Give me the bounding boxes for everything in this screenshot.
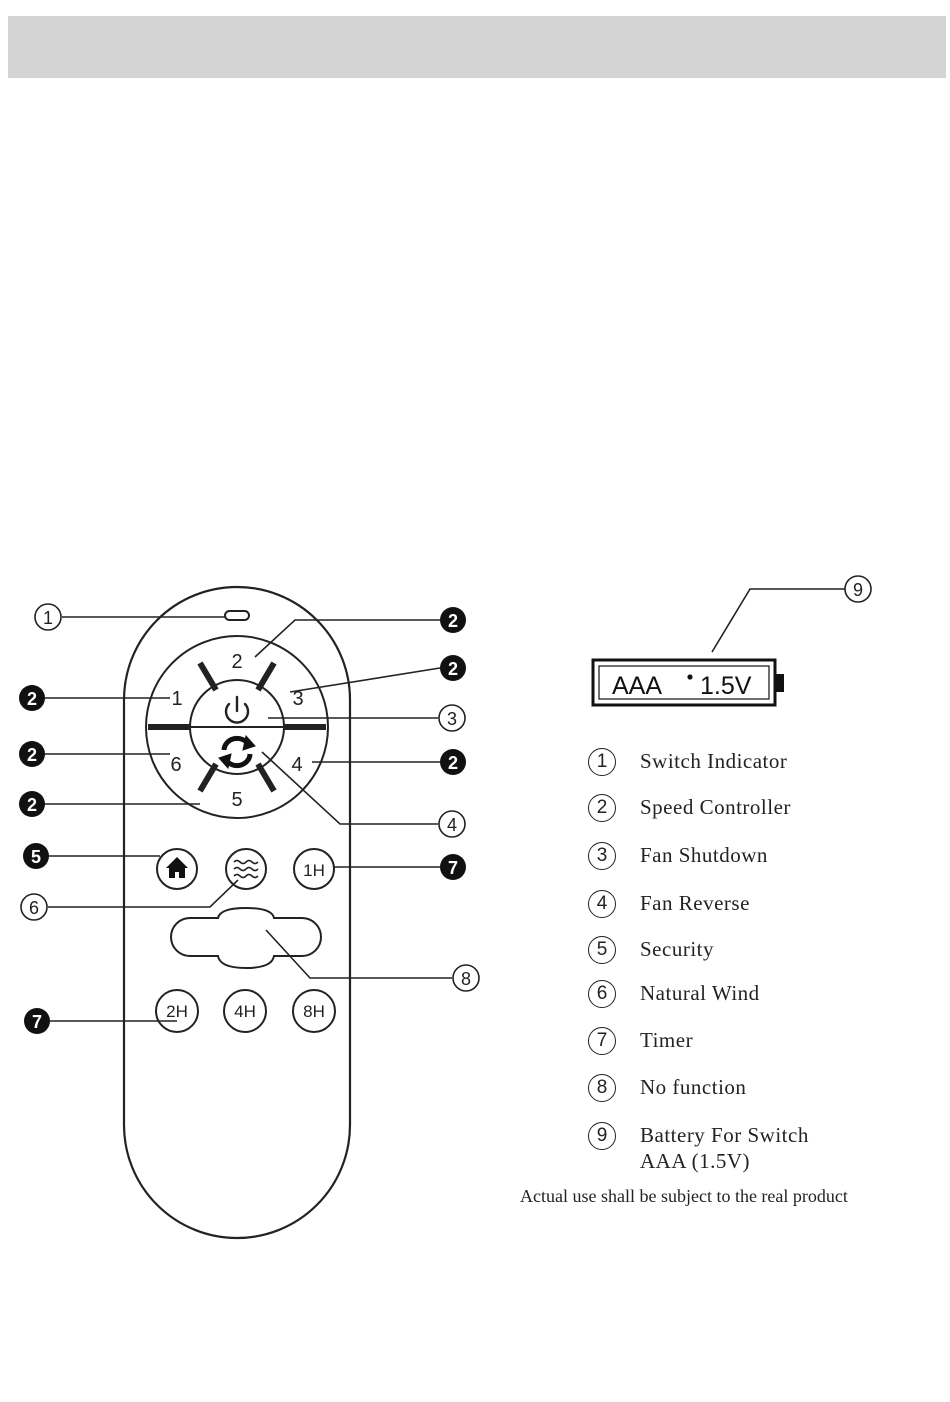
callout-speed-controller-6: 2 <box>19 741 45 767</box>
legend-number: 6 <box>588 980 616 1008</box>
speed-button-5[interactable]: 5 <box>231 789 242 811</box>
legend-label: Fan Reverse <box>640 890 750 916</box>
legend-number: 7 <box>588 1027 616 1055</box>
svg-text:2: 2 <box>448 659 458 679</box>
legend-label: Security <box>640 936 714 962</box>
legend-number: 9 <box>588 1122 616 1150</box>
legend-label-line2: AAA (1.5V) <box>640 1148 809 1174</box>
legend-label: Switch Indicator <box>640 748 787 774</box>
callout-security: 5 <box>23 843 49 869</box>
callout-speed-controller-1: 2 <box>19 685 45 711</box>
svg-text:2: 2 <box>448 753 458 773</box>
svg-text:3: 3 <box>447 709 457 729</box>
svg-text:7: 7 <box>448 858 458 878</box>
callout-battery: 9 <box>845 576 871 602</box>
callout-no-function: 8 <box>453 965 479 991</box>
callout-natural-wind: 6 <box>21 894 47 920</box>
legend-number: 1 <box>588 748 616 776</box>
speed-button-2[interactable]: 2 <box>231 651 242 673</box>
legend-item: 7 Timer <box>588 1027 693 1055</box>
legend-number: 2 <box>588 794 616 822</box>
legend-label: Natural Wind <box>640 980 760 1006</box>
callout-timer-left: 7 <box>24 1008 50 1034</box>
battery-graphic: AAA 1.5V <box>593 660 784 705</box>
svg-text:2: 2 <box>448 611 458 631</box>
svg-text:2: 2 <box>27 795 37 815</box>
legend-item: 4 Fan Reverse <box>588 890 750 918</box>
legend-number: 3 <box>588 842 616 870</box>
battery-voltage: 1.5V <box>700 672 752 700</box>
speed-button-6[interactable]: 6 <box>170 754 181 776</box>
legend-item: 8 No function <box>588 1074 746 1102</box>
legend-item: 1 Switch Indicator <box>588 748 787 776</box>
footnote: Actual use shall be subject to the real … <box>520 1186 930 1207</box>
svg-text:9: 9 <box>853 580 863 600</box>
svg-text:6: 6 <box>29 898 39 918</box>
callout-speed-controller-top: 2 <box>440 607 466 633</box>
legend-label: No function <box>640 1074 746 1100</box>
legend-item: 2 Speed Controller <box>588 794 791 822</box>
legend-item: 9 Battery For Switch AAA (1.5V) <box>588 1122 809 1174</box>
callout-timer-right: 7 <box>440 854 466 880</box>
svg-text:8: 8 <box>461 969 471 989</box>
legend-number: 8 <box>588 1074 616 1102</box>
svg-text:2: 2 <box>27 689 37 709</box>
legend-item: 3 Fan Shutdown <box>588 842 768 870</box>
legend-label: Timer <box>640 1027 693 1053</box>
legend-label: Fan Shutdown <box>640 842 768 868</box>
timer-button-2h[interactable]: 2H <box>156 990 198 1032</box>
svg-text:4: 4 <box>447 815 457 835</box>
callout-speed-controller-4: 2 <box>440 749 466 775</box>
callout-switch-indicator: 1 <box>35 604 61 630</box>
legend-label: Speed Controller <box>640 794 791 820</box>
legend-number: 4 <box>588 890 616 918</box>
timer-button-4h-label: 4H <box>234 1002 256 1021</box>
legend-number: 5 <box>588 936 616 964</box>
callout-speed-controller-3: 2 <box>440 655 466 681</box>
callout-speed-controller-5: 2 <box>19 791 45 817</box>
svg-text:2: 2 <box>27 745 37 765</box>
speed-button-4[interactable]: 4 <box>291 754 302 776</box>
battery-dot <box>687 674 692 679</box>
timer-button-8h[interactable]: 8H <box>293 990 335 1032</box>
timer-button-4h[interactable]: 4H <box>224 990 266 1032</box>
callout-fan-shutdown: 3 <box>439 705 465 731</box>
callout-fan-reverse: 4 <box>439 811 465 837</box>
switch-indicator-led <box>225 611 249 620</box>
svg-text:1: 1 <box>43 608 53 628</box>
svg-text:5: 5 <box>31 847 41 867</box>
timer-button-1h[interactable]: 1H <box>294 849 334 889</box>
speed-button-1[interactable]: 1 <box>171 688 182 710</box>
legend-label-line1: Battery For Switch <box>640 1123 809 1147</box>
timer-button-8h-label: 8H <box>303 1002 325 1021</box>
legend-label: Battery For Switch AAA (1.5V) <box>640 1122 809 1174</box>
battery-type: AAA <box>612 672 662 700</box>
timer-button-2h-label: 2H <box>166 1002 188 1021</box>
legend-item: 6 Natural Wind <box>588 980 760 1008</box>
svg-text:7: 7 <box>32 1012 42 1032</box>
legend-item: 5 Security <box>588 936 714 964</box>
timer-button-1h-label: 1H <box>303 861 325 880</box>
